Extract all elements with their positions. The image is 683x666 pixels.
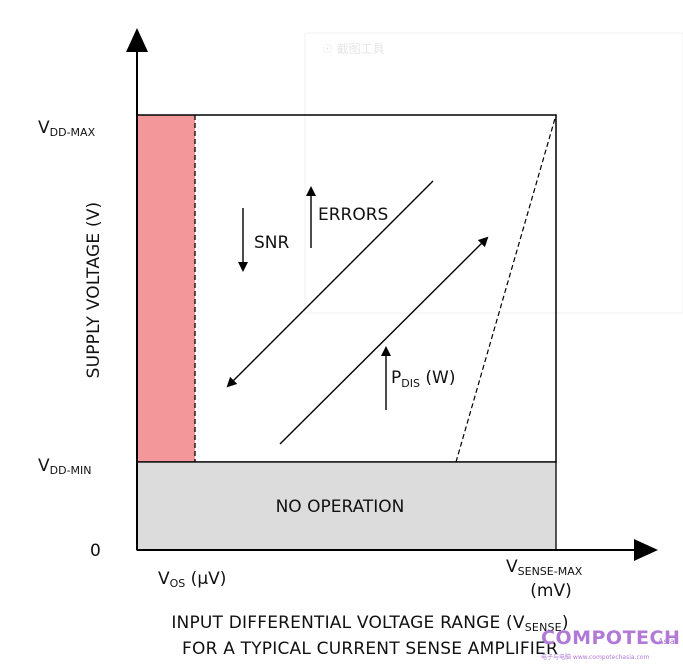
x-axis-title-line2: FOR A TYPICAL CURRENT SENSE AMPLIFIER — [182, 639, 558, 659]
vsense-max-label: VSENSE-MAX — [506, 557, 583, 578]
errors-label: ERRORS — [318, 205, 388, 225]
sense-max-dashed-line — [455, 114, 557, 463]
vos-label: VOS (µV) — [158, 569, 226, 590]
background-ghost-panel — [304, 32, 683, 314]
watermark-region: Asia — [658, 637, 675, 646]
background-ghost-text: ☉ 截图工具 — [322, 42, 385, 56]
no-operation-region — [136, 461, 557, 551]
x-axis-title-line1: INPUT DIFFERENTIAL VOLTAGE RANGE (VSENSE… — [171, 613, 568, 634]
x-axis-arrow-icon — [634, 539, 658, 561]
y-axis-title: SUPPLY VOLTAGE (V) — [84, 202, 104, 379]
no-operation-label: NO OPERATION — [276, 497, 405, 517]
tradeoff-arrow-up-right — [279, 236, 489, 445]
origin-label: 0 — [90, 541, 101, 561]
watermark-logo: COMPOTECH Asia 电子与电脑 www.compotechasia.c… — [541, 627, 680, 661]
vsense-max-unit: (mV) — [530, 581, 571, 601]
snr-label: SNR — [254, 233, 290, 253]
y-axis-arrow-icon — [126, 28, 148, 52]
vdd-max-label: VDD-MAX — [38, 118, 96, 139]
watermark-brand: COMPOTECH — [541, 627, 680, 649]
tradeoff-arrow-down-left — [226, 180, 434, 388]
pdis-label: PDIS (W) — [391, 368, 455, 390]
watermark-tagline: 电子与电脑 www.compotechasia.com — [541, 653, 649, 661]
vdd-min-label: VDD-MIN — [38, 456, 92, 477]
vos-band — [137, 115, 195, 462]
operating-region-box — [136, 114, 557, 463]
